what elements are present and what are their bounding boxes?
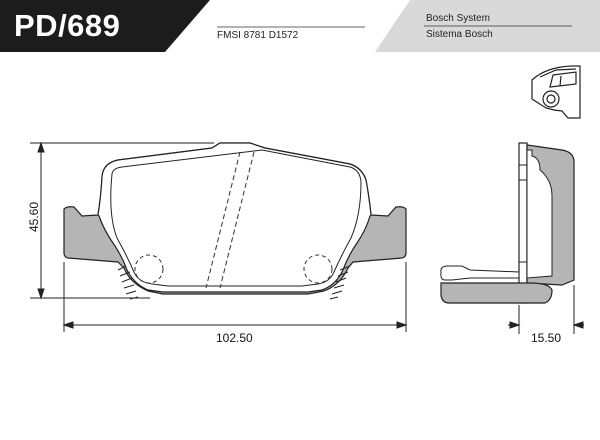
- wear-clip-right: [329, 265, 351, 300]
- thickness-dimension: [508, 285, 584, 334]
- width-dimension: [62, 262, 408, 332]
- wear-clip-left: [117, 265, 139, 300]
- thickness-label: 15.50: [531, 331, 561, 345]
- height-dimension: [30, 141, 214, 300]
- width-label: 102.50: [216, 331, 253, 345]
- system-label-translated: Sistema Bosch: [426, 29, 493, 40]
- product-code: PD/689: [14, 8, 121, 43]
- pad-front-view: [63, 142, 407, 300]
- header-background: [0, 0, 600, 52]
- fmsi-reference: FMSI 8781 D1572: [217, 30, 299, 41]
- height-label: 45.60: [27, 202, 41, 232]
- system-label: Bosch System: [426, 13, 490, 24]
- pad-side-view: [440, 142, 575, 304]
- header-banner: PD/689 FMSI 8781 D1572 Bosch System Sist…: [0, 0, 600, 52]
- rear-car-icon: [531, 65, 581, 119]
